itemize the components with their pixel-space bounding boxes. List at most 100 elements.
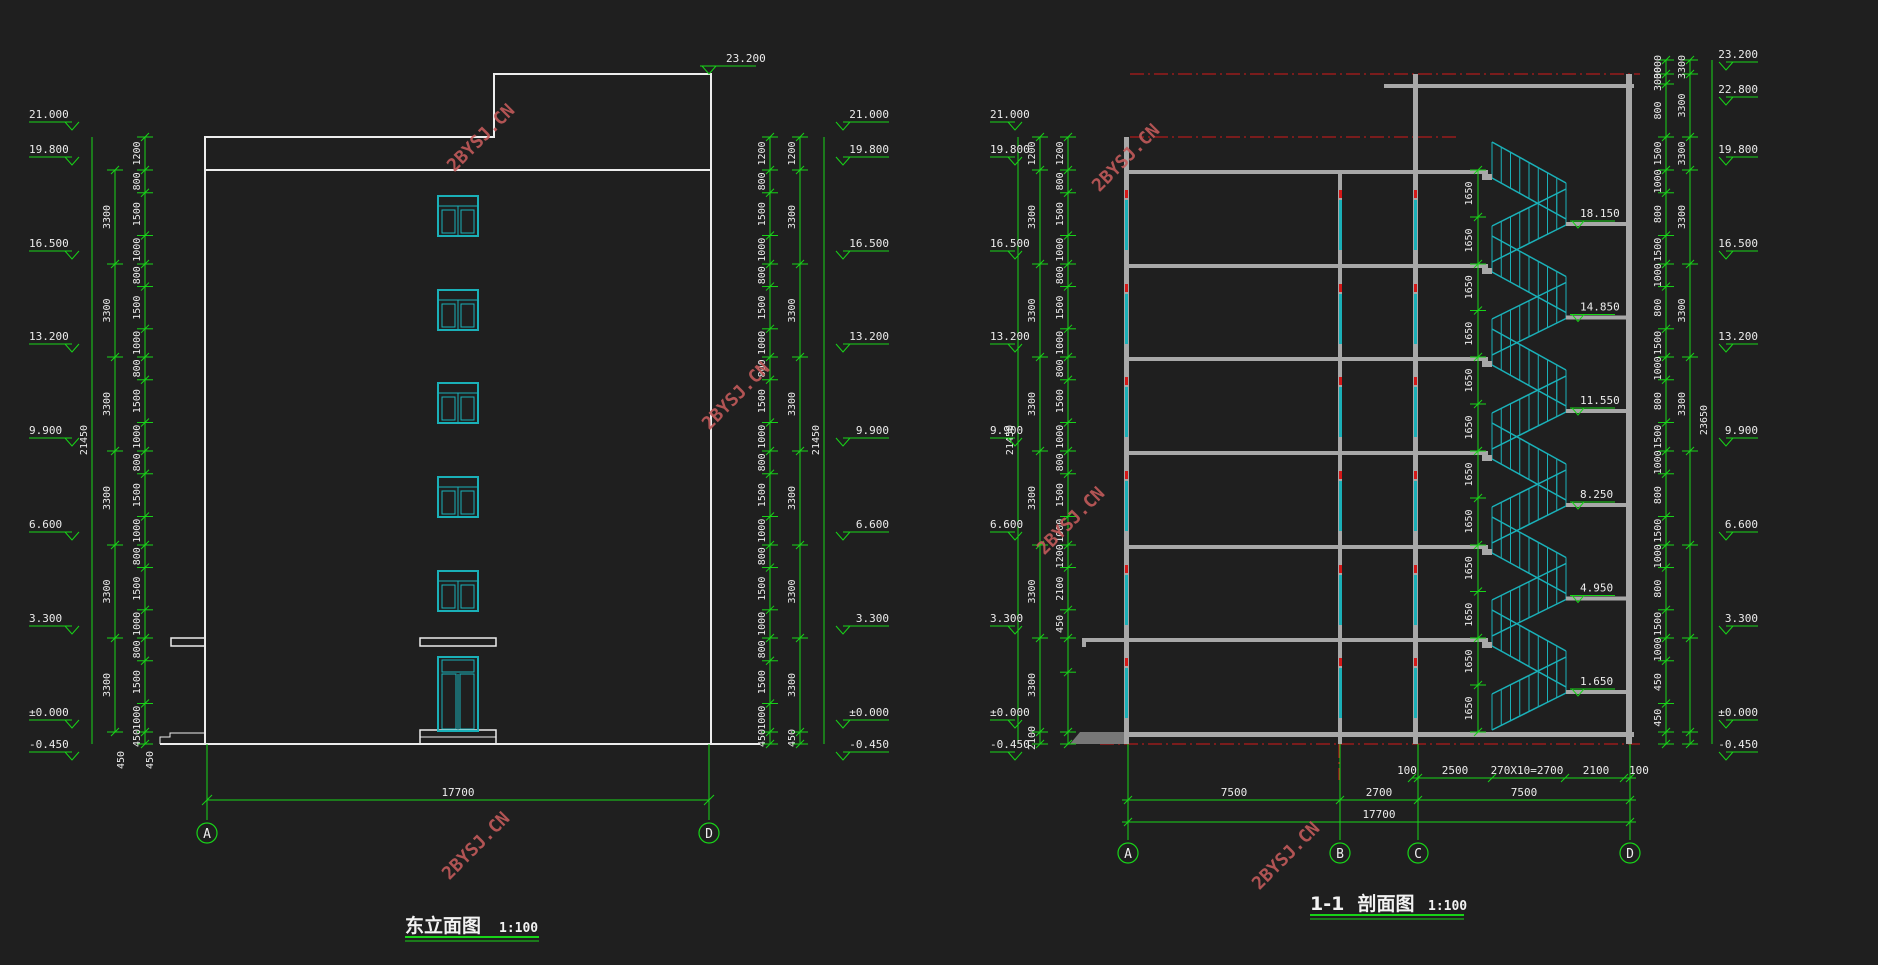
- section-structure: [1070, 74, 1634, 744]
- section-title-block: 1-1 剖面图 1:100: [1310, 892, 1467, 920]
- east-window-sash-left: [441, 490, 456, 515]
- section-right-total-text: 23650: [1699, 405, 1710, 435]
- east-right-window-dim-text: 1000: [757, 706, 768, 730]
- section-glazing: [1339, 481, 1342, 531]
- east-drawing-scale: 1:100: [499, 921, 538, 936]
- section-left-elev-text: 3.300: [990, 612, 1023, 625]
- east-window-sash-left: [441, 584, 456, 609]
- section-left-window-dim-text: 2100: [1055, 577, 1066, 601]
- east-right-window-dim-text: 1500: [757, 389, 768, 413]
- east-left-window-dim-text: 800: [132, 640, 143, 658]
- east-right-floor-dim-text: 3300: [787, 673, 798, 697]
- section-glazing: [1339, 575, 1342, 625]
- section-wall-a: [1124, 137, 1129, 744]
- section-dim-7500-left: 7500: [1221, 786, 1248, 799]
- section-left-elev-triangle: [1007, 751, 1023, 761]
- east-right-window-dim-text: 1000: [757, 425, 768, 449]
- landing-elevation-text: 11.550: [1580, 394, 1620, 407]
- section-stair-nosing: [1482, 455, 1492, 461]
- section-dim-2500: 2500: [1442, 764, 1469, 777]
- east-right-floor-dim-text: 1200: [787, 141, 798, 165]
- east-left-elev-text: 3.300: [29, 612, 62, 625]
- east-door-leaf-right: [459, 673, 475, 730]
- section-lintel-marker: [1339, 658, 1342, 666]
- section-axis-label: C: [1414, 847, 1422, 862]
- section-right-elev-text: ±0.000: [1718, 706, 1758, 719]
- east-left-window-dim-text: 1500: [132, 670, 143, 694]
- section-left-elev-triangle: [1007, 625, 1023, 635]
- east-left-floor-dim-text: 3300: [102, 486, 113, 510]
- east-right-window-dim-text: 1500: [757, 670, 768, 694]
- section-right-floor-dim-text: 3300: [1677, 141, 1688, 165]
- east-window-sash-right: [460, 303, 475, 328]
- section-stair-dim-text: 1650: [1464, 415, 1475, 439]
- section-glazing: [1339, 387, 1342, 437]
- section-right-window-dim-text: 1500: [1653, 141, 1664, 165]
- east-drawing-title: 东立面图: [405, 914, 481, 937]
- section-left-window-dim-text: 1200: [1055, 544, 1066, 568]
- east-window-3: [437, 382, 479, 424]
- section-stair-nosing: [1482, 174, 1492, 180]
- east-right-elev-text: 21.000: [849, 108, 889, 121]
- section-right-window-dim-text: 800: [1653, 486, 1664, 504]
- east-right-elev-text: 13.200: [849, 330, 889, 343]
- east-right-elev-triangle: [835, 719, 851, 729]
- east-door-transom: [441, 659, 475, 673]
- section-left-elev-text: -0.450: [990, 738, 1030, 751]
- landing-elevation-text: 4.950: [1580, 582, 1613, 595]
- section-left-window-dim-text: 1500: [1055, 483, 1066, 507]
- east-right-elev-triangle: [835, 625, 851, 635]
- east-windows: [437, 195, 479, 612]
- east-right-window-dim-text: 1000: [757, 519, 768, 543]
- east-right-window-dim-text: 450: [757, 729, 768, 747]
- section-slab-6: [1124, 638, 1488, 642]
- section-stair-dim-text: 1650: [1464, 368, 1475, 392]
- section-bottom-tick: [1560, 773, 1570, 783]
- section-right-window-dim-text: 800: [1653, 299, 1664, 317]
- section-lintel-marker: [1414, 471, 1417, 479]
- section-glazing: [1414, 294, 1417, 344]
- section-drawing-title: 1-1 剖面图: [1310, 892, 1415, 915]
- section-bottom-tick: [1625, 773, 1635, 783]
- section-glazing: [1339, 668, 1342, 718]
- section-lintel-marker: [1414, 377, 1417, 385]
- east-window-1: [437, 195, 479, 237]
- section-left-floor-dim-text: 1200: [1027, 141, 1038, 165]
- section-dim-stair-run: 270X10=2700: [1491, 764, 1564, 777]
- east-left-elev-triangle: [64, 343, 80, 353]
- section-right-elev-triangle: [1718, 61, 1734, 71]
- east-axis-bubble-a: A: [196, 822, 218, 844]
- east-top-elevation-marker: 23.200: [700, 52, 766, 75]
- section-bottom-dims: [1122, 744, 1636, 840]
- section-right-elev-text: 3.300: [1725, 612, 1758, 625]
- east-right-window-dim-text: 800: [757, 359, 768, 377]
- section-left-window-dim-text: 800: [1055, 172, 1066, 190]
- section-left-elevation-markers: 21.00019.80016.50013.2009.9006.6003.300±…: [990, 108, 1030, 761]
- section-slab-1: [1124, 170, 1488, 174]
- section-left-window-dim-text: 1000: [1055, 238, 1066, 262]
- section-right-window-dim-text: 450: [1653, 709, 1664, 727]
- section-left-elev-triangle: [1007, 156, 1023, 166]
- section-stair-landing: [1566, 503, 1626, 507]
- section-left-elev-triangle: [1007, 343, 1023, 353]
- section-left-elev-text: ±0.000: [990, 706, 1030, 719]
- east-window-sash-right: [460, 396, 475, 421]
- section-lintel-marker: [1339, 565, 1342, 573]
- section-right-window-dim-text: 1500: [1653, 238, 1664, 262]
- east-axis-label-d: D: [705, 827, 713, 842]
- east-window-sash-right: [460, 490, 475, 515]
- section-left-window-dim-text: 1500: [1055, 296, 1066, 320]
- section-right-elev-triangle: [1718, 250, 1734, 260]
- section-glazing: [1339, 294, 1342, 344]
- landing-elevation-text: 1.650: [1580, 675, 1613, 688]
- section-stair-nosing: [1482, 268, 1492, 274]
- section-total-width: 17700: [1362, 808, 1395, 821]
- section-right-elev-text: 19.800: [1718, 143, 1758, 156]
- section-right-elev-text: 9.900: [1725, 424, 1758, 437]
- east-elevation: 17700 A D 120080015001000800150010008001…: [29, 52, 889, 942]
- section-stair-flight-2: [1491, 235, 1567, 356]
- east-left-floor-dim-text: 3300: [102, 205, 113, 229]
